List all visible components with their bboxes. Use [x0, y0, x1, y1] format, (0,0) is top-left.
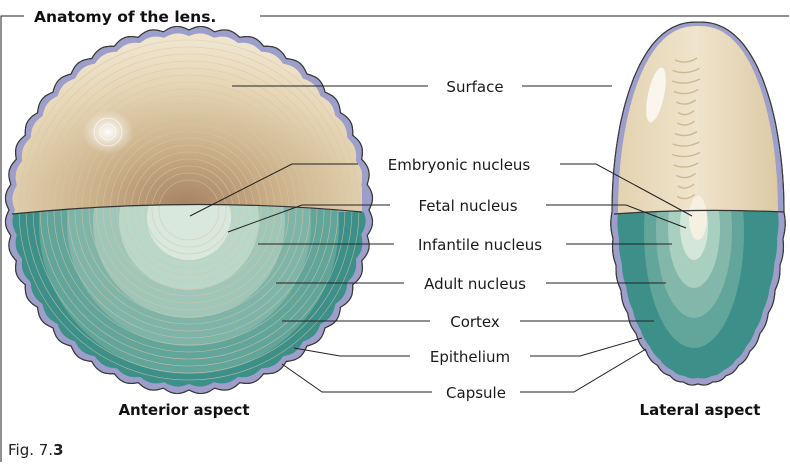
anterior-lens	[0, 0, 400, 412]
anterior-light-reflex	[82, 110, 134, 154]
leader-capsule	[282, 364, 432, 392]
caption-lateral-aspect: Lateral aspect	[640, 401, 761, 419]
label-capsule: Capsule	[446, 384, 506, 402]
structure-labels: Surface Embryonic nucleus Fetal nucleus …	[388, 78, 542, 402]
lateral-surface	[610, 0, 784, 214]
label-embryonic-nucleus: Embryonic nucleus	[388, 156, 531, 174]
lateral-lens	[600, 0, 790, 400]
label-infantile-nucleus: Infantile nucleus	[418, 236, 542, 254]
label-adult-nucleus: Adult nucleus	[424, 275, 526, 293]
label-epithelium: Epithelium	[430, 348, 510, 366]
label-cortex: Cortex	[450, 313, 500, 331]
figure-title: Anatomy of the lens.	[34, 8, 216, 26]
label-fetal-nucleus: Fetal nucleus	[418, 197, 517, 215]
lateral-embryonic-cap	[689, 196, 707, 240]
leader-epithelium-right	[530, 338, 642, 356]
leader-epithelium	[294, 348, 410, 356]
figure-number: Fig. 7.3	[8, 441, 64, 459]
caption-anterior-aspect: Anterior aspect	[118, 401, 249, 419]
figure-number-value: 3	[53, 441, 63, 459]
figure-number-prefix: Fig. 7.	[8, 441, 53, 459]
label-surface: Surface	[446, 78, 503, 96]
